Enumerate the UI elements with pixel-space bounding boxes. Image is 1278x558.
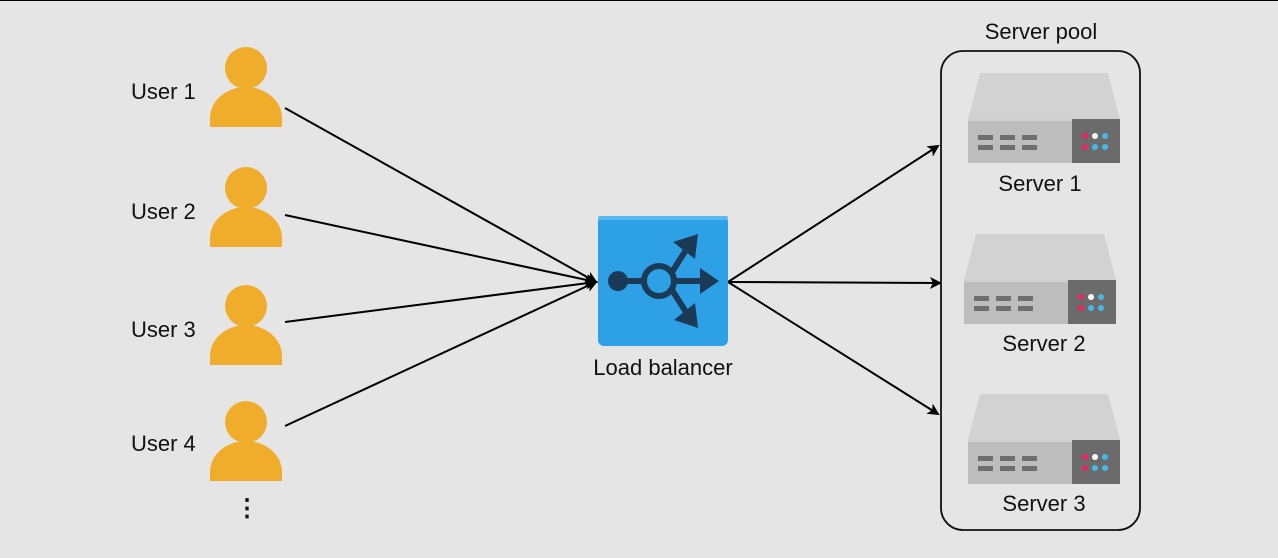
connector-server-1 [727, 144, 940, 283]
server-icon [968, 394, 1120, 484]
connector-user-4 [284, 280, 598, 427]
load-balancer-label: Load balancer [593, 355, 733, 380]
server-label-2: Server 2 [1002, 331, 1086, 356]
server-pool-title: Server pool [984, 19, 1098, 44]
server-icon [968, 73, 1120, 163]
server-icon [964, 234, 1116, 324]
user-label-3: User 3 [131, 317, 196, 342]
connector-user-2 [284, 214, 598, 286]
user-icon [210, 401, 282, 481]
top-border [0, 0, 1278, 1]
server-connectors [727, 144, 942, 416]
more-users-indicator: ⋮ [235, 495, 259, 522]
user-label-4: User 4 [131, 431, 196, 456]
connector-user-1 [284, 107, 598, 283]
user-icon [210, 47, 282, 127]
server-label-1: Server 1 [998, 171, 1082, 196]
user-connectors [284, 107, 598, 427]
connector-user-3 [284, 277, 598, 323]
user-icon [210, 285, 282, 365]
user-label-2: User 2 [131, 199, 196, 224]
server-pool-container [940, 50, 1141, 531]
load-balancer-icon [598, 216, 728, 346]
user-icon [210, 167, 282, 247]
user-label-1: User 1 [131, 79, 196, 104]
server-label-3: Server 3 [1002, 491, 1086, 516]
connector-server-3 [727, 281, 940, 416]
connector-server-2 [727, 276, 942, 289]
